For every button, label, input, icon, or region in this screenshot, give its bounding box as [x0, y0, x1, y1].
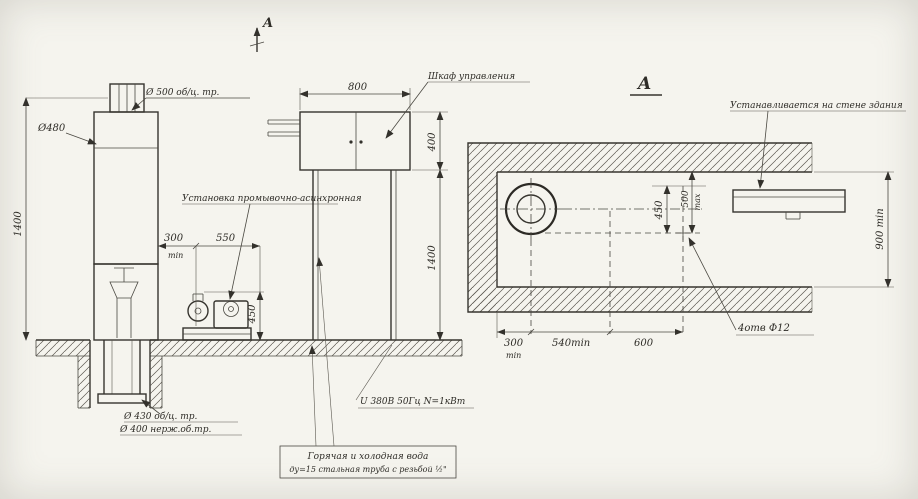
cabinet-leg-dim: 1400: [427, 245, 438, 271]
pump-unit: [182, 293, 252, 341]
pit-pipe-dia-1: Ø 430 об/ц. тр.: [123, 411, 198, 422]
floor: [35, 339, 463, 357]
section-cut-marker: A: [249, 16, 273, 52]
cabinet-label: Шкаф управления: [427, 72, 515, 82]
tank-top-pipe: [109, 83, 145, 113]
dim-450: 450: [247, 304, 258, 325]
sec-dim-300-min: min: [506, 351, 521, 360]
sec-dim-600: 600: [634, 338, 654, 349]
interior-height-dimension: 900 min: [814, 171, 894, 288]
pit: [77, 340, 163, 409]
dim-550: 550: [216, 233, 236, 244]
pit-pipe-dia-2: Ø 400 нерж.об.тр.: [119, 424, 211, 435]
cabinet-height-dim: 400: [427, 132, 438, 153]
hole-height-dimensions: 450 500 max: [654, 171, 702, 234]
pipe-top-dia-label: Ø 500 об/ц. тр.: [145, 87, 220, 98]
tank-height-dimension: 1400: [13, 97, 108, 341]
water-note-line2: ду=15 стальная труба с резьбой ½": [289, 465, 446, 474]
pipe-flange: [500, 178, 562, 240]
holes-label: 4отв Ф12: [737, 323, 790, 334]
section-marker-label: A: [261, 16, 273, 31]
tank-dia-label: Ø480: [37, 123, 66, 134]
pump-offset-dimensions: 300 min 550: [158, 233, 261, 326]
cabinet-height-dimensions: 400 1400: [412, 111, 448, 341]
sec-dim-500: 500: [681, 190, 691, 207]
sec-dim-300: 300: [504, 338, 524, 349]
dim-300: 300: [164, 233, 184, 244]
mount-note: Устанавливается на стене здания: [730, 101, 903, 111]
water-note-box: Горячая и холодная вода ду=15 стальная т…: [279, 257, 457, 479]
sec-dim-500-max: max: [693, 193, 702, 210]
horizontal-dimensions: 300 min 540min 600: [496, 312, 683, 360]
sec-dim-540: 540min: [552, 338, 590, 349]
wall: [467, 142, 813, 313]
wall-bracket: [732, 189, 846, 220]
cabinet-width-dimension: 800: [299, 82, 411, 110]
tank-height-dim: 1400: [13, 211, 24, 237]
section-title: A: [636, 74, 651, 94]
cabinet-width-dim: 800: [348, 82, 368, 93]
left-elevation-view: Ø 500 об/ц. тр. Ø480 1400: [13, 83, 463, 436]
power-note: U 380В 50Гц N=1кВт: [360, 397, 465, 407]
hole-layout-lines: [530, 185, 706, 334]
tank-body: [93, 111, 159, 341]
pump-unit-label: Установка промывочно-асинхронная: [182, 194, 362, 204]
water-note-line1: Горячая и холодная вода: [307, 452, 429, 462]
control-cabinet: 800 Шкаф управления 400 1400 U 380В 50Гц…: [267, 72, 530, 479]
section-a-view: A: [467, 74, 906, 360]
sec-dim-450: 450: [654, 200, 665, 221]
sec-dim-900: 900 min: [875, 208, 886, 249]
dim-300-min: min: [168, 251, 183, 260]
